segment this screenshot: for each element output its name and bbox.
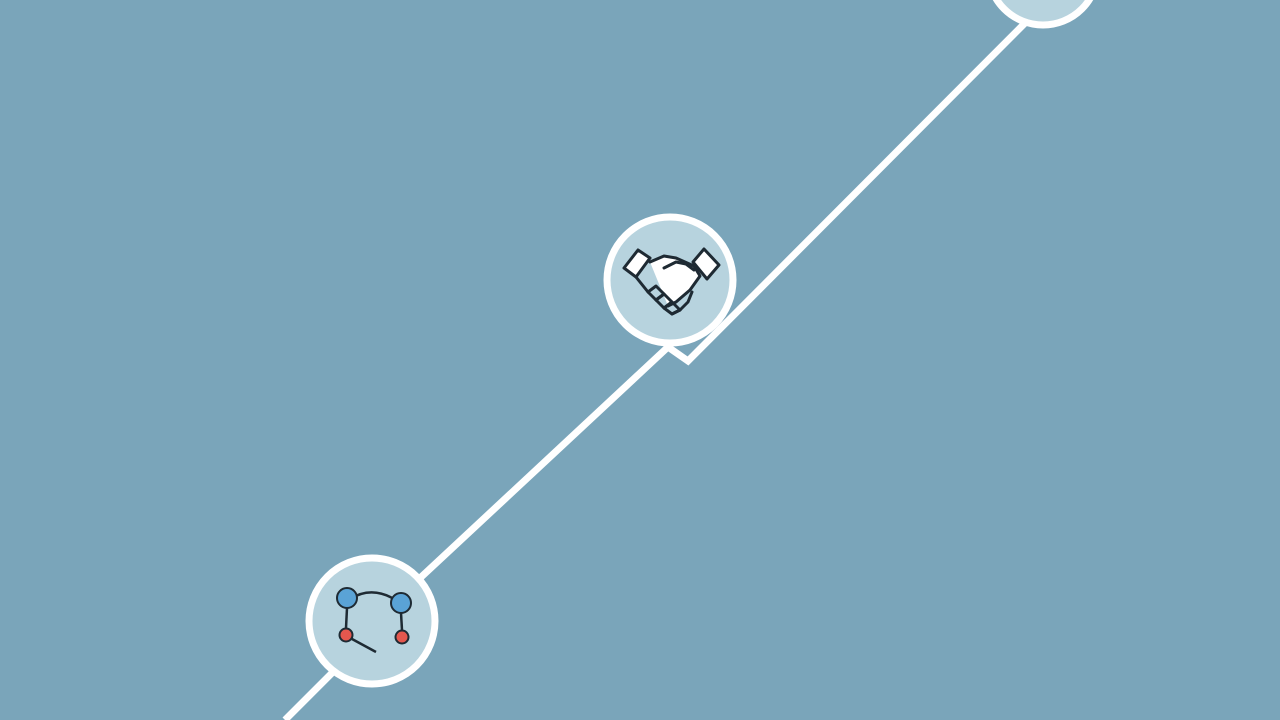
network-node-ring [305, 554, 439, 688]
network-red-node-right [394, 629, 410, 645]
network-blue-node-left [336, 587, 358, 609]
connector-line [282, 15, 1033, 720]
network-blue-node-right [390, 592, 412, 614]
handshake-node [603, 213, 737, 347]
network-node [305, 554, 439, 688]
top-node [992, 0, 1094, 29]
network-graph-icon [336, 587, 412, 654]
network-red-node-left [338, 627, 354, 643]
handshake-icon [622, 247, 721, 316]
top-node-ring [992, 0, 1094, 29]
